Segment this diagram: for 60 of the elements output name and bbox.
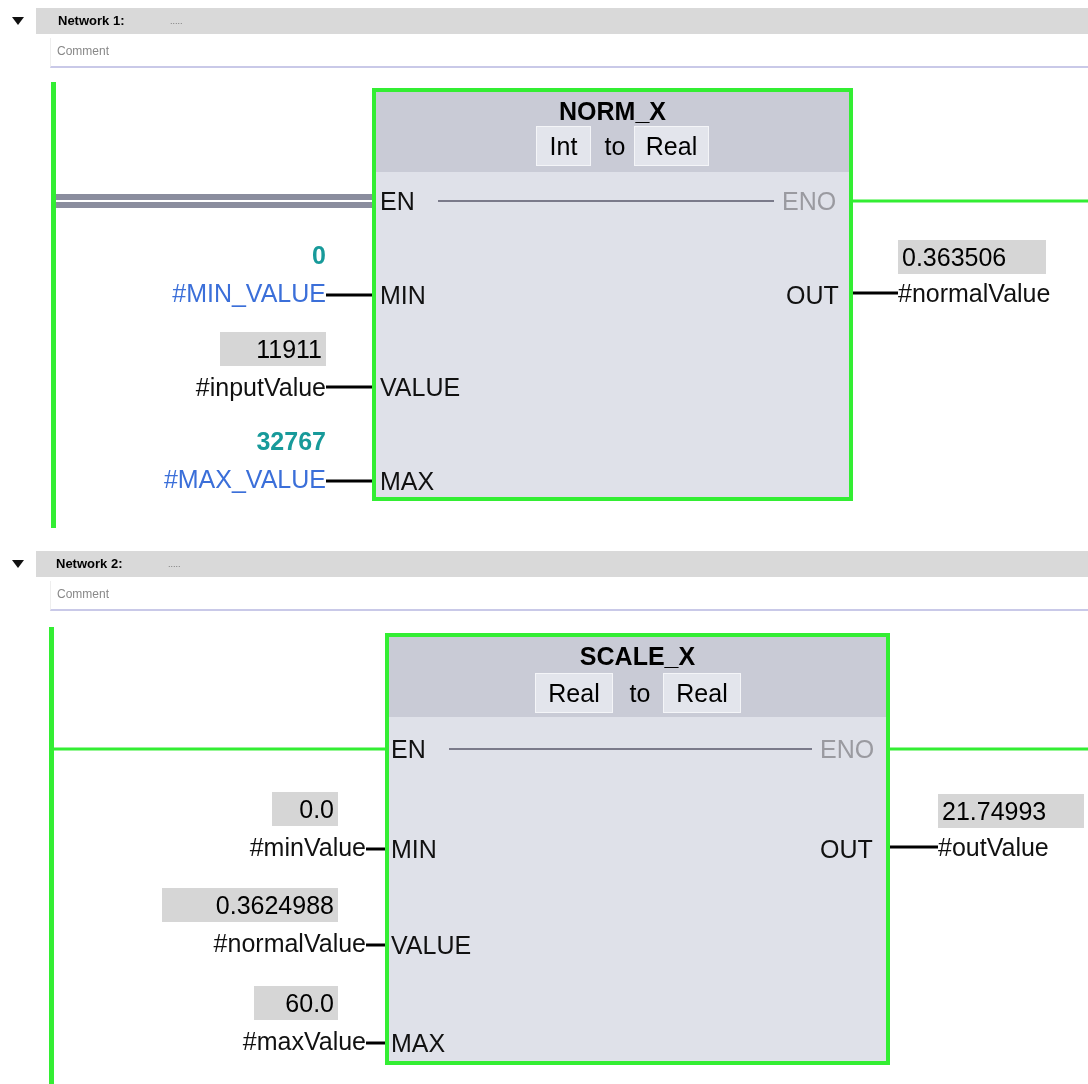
live-value: 11911	[220, 332, 326, 366]
constant-value: 32767	[255, 426, 326, 457]
pin-label: MAX	[380, 464, 450, 498]
pin-label: EN	[391, 732, 441, 766]
type-separator: to	[603, 131, 627, 162]
connection-line	[448, 748, 813, 750]
connection-line	[853, 199, 1088, 203]
pin-label: VALUE	[380, 370, 472, 404]
live-value: 60.0	[254, 986, 338, 1020]
live-value: 0.3624988	[162, 888, 338, 922]
output-enable-label: ENO	[782, 184, 846, 218]
variable-name: #normalValue	[100, 926, 366, 960]
comment-field: Comment	[50, 581, 1088, 611]
data-type-field: Int	[536, 126, 591, 166]
variable-name: #MIN_VALUE	[100, 276, 326, 310]
variable-name: #inputValue	[100, 370, 326, 404]
pin-label: OUT	[786, 278, 848, 312]
variable-name: #MAX_VALUE	[100, 462, 326, 496]
connection-line	[54, 747, 385, 751]
pin-label: MAX	[391, 1026, 461, 1060]
network-title: Network 1:	[58, 12, 125, 30]
block-title: SCALE_X	[578, 641, 697, 671]
connection-line	[853, 291, 898, 295]
live-value: 21.74993	[938, 794, 1084, 828]
block-title: NORM_X	[558, 96, 667, 126]
connection-line	[890, 845, 938, 849]
pin-label: MIN	[380, 278, 440, 312]
live-value: 0.363506	[898, 240, 1046, 274]
function-block	[385, 633, 890, 1065]
connection-line	[53, 194, 375, 208]
comment-field: Comment	[50, 38, 1088, 68]
variable-name: #minValue	[100, 830, 366, 864]
live-value: 0.0	[272, 792, 338, 826]
power-rail	[49, 627, 54, 1084]
network-dots: .....	[170, 15, 183, 28]
type-separator: to	[628, 678, 652, 709]
variable-name: #maxValue	[100, 1024, 366, 1058]
pin-label: VALUE	[391, 928, 483, 962]
function-block	[372, 88, 853, 501]
output-enable-label: ENO	[820, 732, 884, 766]
connection-line	[437, 200, 775, 202]
network-title: Network 2:	[56, 555, 123, 573]
pin-label: OUT	[820, 832, 882, 866]
connection-line	[366, 847, 385, 851]
pin-label: EN	[380, 184, 430, 218]
data-type-field: Real	[634, 126, 709, 166]
connection-line	[326, 293, 372, 297]
pin-label: MIN	[391, 832, 451, 866]
connection-line	[890, 747, 1088, 751]
connection-line	[326, 385, 372, 389]
power-rail	[51, 82, 56, 528]
connection-line	[326, 479, 372, 483]
variable-name: #outValue	[938, 830, 1084, 864]
variable-name: #normalValue	[898, 276, 1084, 310]
network-dots: .....	[168, 558, 181, 571]
data-type-field: Real	[663, 673, 741, 713]
data-type-field: Real	[535, 673, 613, 713]
connection-line	[366, 1041, 385, 1045]
connection-line	[366, 943, 385, 947]
constant-value: 0	[311, 240, 326, 271]
